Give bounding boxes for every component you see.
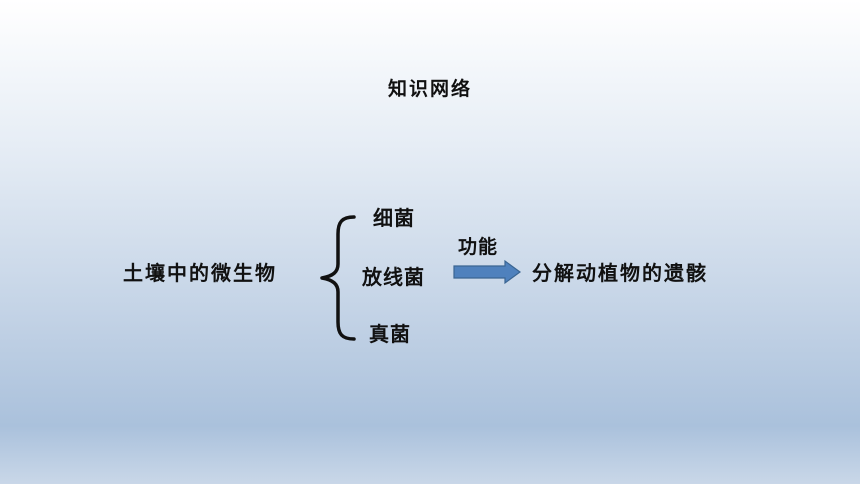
subject-label: 土壤中的微生物	[123, 261, 277, 285]
slide-title: 知识网络	[388, 78, 473, 100]
branch-item-actinomycetes: 放线菌	[362, 265, 425, 289]
result-label: 分解动植物的遗骸	[532, 261, 708, 285]
function-label: 功能	[458, 236, 499, 258]
branch-item-bacteria: 细菌	[373, 206, 415, 230]
branch-item-fungi: 真菌	[369, 322, 411, 346]
right-arrow-icon	[453, 259, 522, 285]
left-brace	[320, 215, 356, 341]
